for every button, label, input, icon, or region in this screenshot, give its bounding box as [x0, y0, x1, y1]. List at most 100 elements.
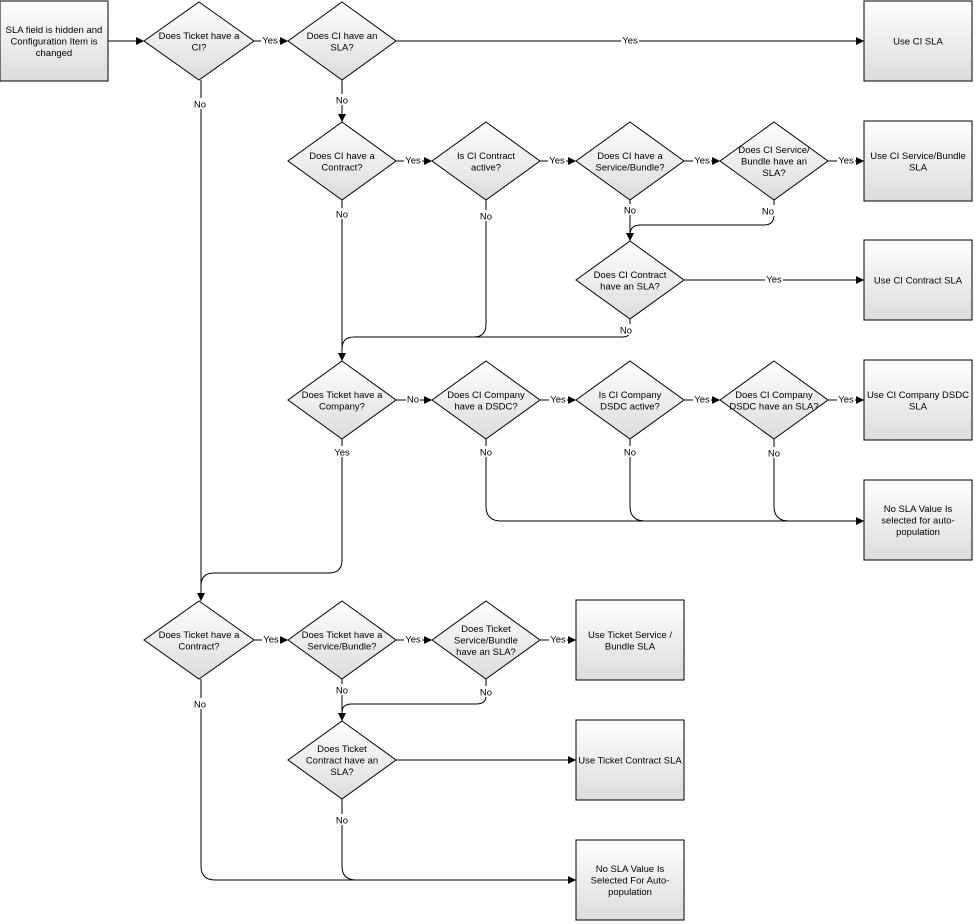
decision-diamond [431, 600, 541, 680]
node-text-line: Service/Bundle? [595, 162, 664, 173]
node-text-line: active? [471, 162, 501, 173]
node-text-line: Does CI have an [307, 31, 378, 42]
no-label: No [194, 100, 206, 111]
label-background [479, 446, 493, 457]
no-label: No [336, 686, 348, 697]
connector-line [485, 439, 864, 522]
node-text-line: changed [36, 48, 72, 59]
decision-diamond [287, 121, 397, 201]
node-text-line: SLA? [330, 42, 353, 53]
yes-label: Yes [838, 156, 854, 167]
label-background [193, 98, 207, 109]
no-label: No [194, 700, 206, 711]
yes-label: Yes [334, 448, 350, 459]
node-text-line: Does CI Service/ [738, 145, 810, 156]
no-label: No [480, 212, 492, 223]
node-text-line: Does Ticket have a [302, 630, 384, 641]
decision-diamond [575, 360, 685, 440]
no-label: No [624, 448, 636, 459]
label-background [548, 154, 566, 165]
decision-diamond [431, 121, 541, 201]
connectors [108, 37, 864, 884]
yes-label: Yes [622, 36, 638, 47]
node-text-line: Use CI Contract SLA [874, 276, 963, 287]
label-background [693, 393, 711, 404]
node-text-line: Service/Bundle? [307, 641, 376, 652]
node-text-line: Does Ticket have a [159, 31, 241, 42]
connector-line [773, 439, 790, 522]
label-background [761, 205, 775, 216]
no-label: No [407, 395, 419, 406]
node-text-line: Service/Bundle [454, 636, 518, 647]
node-text-line: Does Ticket have a [302, 390, 384, 401]
yes-label: Yes [550, 395, 566, 406]
yes-label: Yes [405, 635, 421, 646]
node-text-line: Is CI Company [599, 390, 662, 401]
decision-diamond [287, 360, 397, 440]
decision-diamond [287, 1, 397, 81]
no-label: No [480, 448, 492, 459]
label-background [619, 324, 633, 335]
label-background [479, 210, 493, 221]
node-text-line: Does Ticket have a [159, 630, 241, 641]
node-text-line: Use CI Company DSDC [867, 390, 969, 401]
label-background [404, 633, 422, 644]
node-text-line: Does Ticket [461, 624, 511, 635]
process-box [575, 599, 685, 681]
label-background [333, 446, 351, 457]
yes-label: Yes [694, 156, 710, 167]
decision-diamond [719, 121, 829, 201]
yes-label: Yes [262, 36, 278, 47]
decision-diamond [287, 720, 397, 800]
node-text-line: Use CI Service/Bundle [870, 151, 966, 162]
node-use-ticket-service-sla: Use Ticket Service /Bundle SLA [575, 599, 685, 681]
decision-diamond [719, 360, 829, 440]
node-text-line: Use Ticket Service / [588, 630, 672, 641]
label-background [837, 393, 855, 404]
no-label: No [480, 688, 492, 699]
node-text-line: selected for auto- [881, 516, 954, 527]
label-background [837, 154, 855, 165]
process-box [575, 719, 685, 801]
connector-line [200, 439, 343, 587]
process-box [863, 0, 973, 82]
process-box [863, 479, 973, 561]
node-text-line: Use Ticket Contract SLA [578, 756, 682, 767]
yes-label: Yes [766, 275, 782, 286]
decision-diamond [431, 360, 541, 440]
node-use-ci-sla: Use CI SLA [863, 0, 973, 82]
node-text-line: SLA? [762, 168, 785, 179]
node-text-line: Does Ticket [317, 744, 367, 755]
label-background [262, 633, 280, 644]
connector-line [354, 319, 631, 338]
node-text-line: Bundle SLA [605, 641, 656, 652]
no-label: No [336, 96, 348, 107]
connector-line [200, 679, 576, 881]
node-text-line: Contract? [321, 162, 362, 173]
yes-label: Yes [263, 635, 279, 646]
decision-diamond [143, 1, 255, 81]
node-text-line: SLA field is hidden and [6, 25, 103, 36]
process-box [575, 839, 685, 921]
node-use-ci-contract-sla: Use CI Contract SLA [863, 239, 973, 321]
label-background [404, 154, 422, 165]
label-background [335, 94, 349, 105]
node-text-line: Company? [319, 401, 365, 412]
node-text-line: DSDC have an SLA? [729, 401, 818, 412]
node-text-line: population [896, 527, 940, 538]
node-d-ticket-ci: Does Ticket have aCI? [143, 1, 255, 81]
label-background [335, 684, 349, 695]
node-text-line: DSDC active? [600, 401, 660, 412]
node-text-line: Does CI Company [447, 390, 525, 401]
